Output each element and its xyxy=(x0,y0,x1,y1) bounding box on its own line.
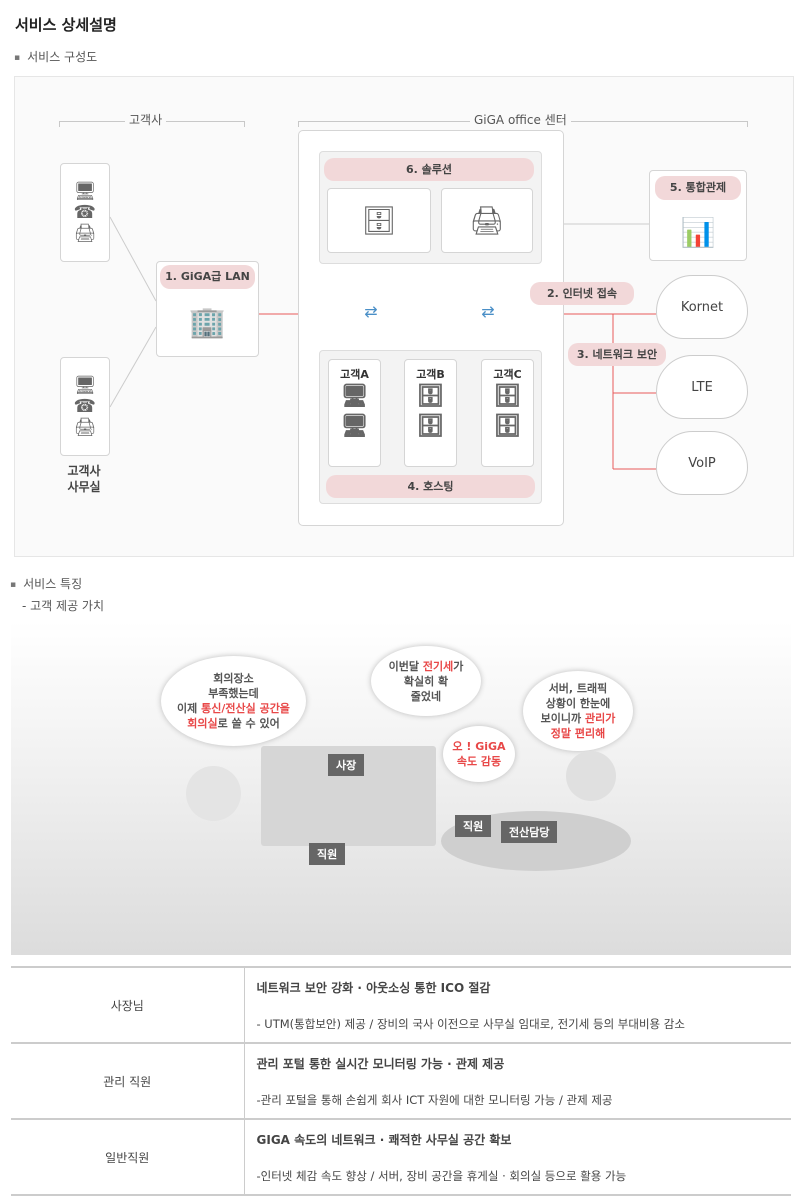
hosting-box: 고객A 🖥🖥 고객B 🗄🗄 고객C 🗄🗄 4. 호스팅 xyxy=(319,350,542,504)
benefit-desc: - UTM(통합보안) 제공 / 장비의 국사 이전으로 사무실 임대로, 전기… xyxy=(256,1016,685,1031)
benefit-title: GIGA 속도의 네트워크 · 쾌적한 사무실 공간 확보 xyxy=(256,1132,512,1147)
benefit-title: 네트워크 보안 강화 · 아웃소싱 통한 ICO 절감 xyxy=(256,980,491,995)
network-security-label: 3. 네트워크 보안 xyxy=(568,343,666,366)
solution-box: 6. 솔루션 🗄 🖨 xyxy=(319,151,542,264)
giga-lan-box: 1. GiGA급 LAN 🏢 xyxy=(156,261,259,357)
storage-device-icon: 🖨 xyxy=(441,188,533,253)
client-label: 고객A xyxy=(340,368,369,381)
section-heading-features: 서비스 특징 xyxy=(10,575,82,592)
benefit-desc: -인터넷 체감 속도 향상 / 서버, 장비 공간을 휴게실 · 회의실 등으로… xyxy=(256,1168,627,1183)
tag-ceo: 사장 xyxy=(328,754,365,776)
section-heading-architecture: 서비스 구성도 xyxy=(14,48,97,65)
customer-value-subheading: - 고객 제공 가치 xyxy=(22,599,105,613)
role-cell: 관리 직원 xyxy=(11,1043,245,1120)
role-cell: 일반직원 xyxy=(11,1119,245,1196)
role-cell: 사장님 xyxy=(11,967,245,1044)
server-rack-icon: 🗄 xyxy=(327,188,431,253)
office-devices-icon: 🖥☎🖨 xyxy=(60,357,110,456)
table-row: 관리 직원 관리 포털 통한 실시간 모니터링 가능 · 관제 제공 -관리 포털을… xyxy=(11,1043,791,1120)
server-icon: 🗄🗄 xyxy=(416,384,445,439)
giga-lan-label: 1. GiGA급 LAN xyxy=(160,265,255,289)
figure xyxy=(186,766,241,821)
monitoring-box: 5. 통합관제 📊 xyxy=(649,170,747,261)
office-devices-icon: 🖥☎🖨 xyxy=(60,163,110,262)
solution-label: 6. 솔루션 xyxy=(324,158,534,181)
benefit-title: 관리 포털 통한 실시간 모니터링 가능 · 관제 제공 xyxy=(256,1056,505,1071)
tag-staff: 직원 xyxy=(455,815,492,837)
tag-it-manager: 전산담당 xyxy=(501,821,558,843)
table-row: 사장님 네트워크 보안 강화 · 아웃소싱 통한 ICO 절감 - UTM(통합보안… xyxy=(11,967,791,1044)
client-label: 고객C xyxy=(493,368,522,381)
network-switch-icon: ⇄ xyxy=(364,301,378,321)
server-icon: 🗄🗄 xyxy=(493,384,522,439)
service-architecture-diagram: 고객사 GiGA office 센터 🖥☎🖨 🖥☎🖨 고객사 사무실 1. Gi… xyxy=(14,76,794,557)
page-title: 서비스 상세설명 xyxy=(15,16,117,34)
kornet-cloud: Kornet xyxy=(656,275,748,339)
client-c-box: 고객C 🗄🗄 xyxy=(481,359,534,467)
monitoring-operator-icon: 📊 xyxy=(680,216,716,249)
customer-group-label: 고객사 xyxy=(125,111,167,128)
monitoring-label: 5. 통합관제 xyxy=(655,176,741,200)
pc-server-icon: 🖥🖥 xyxy=(340,384,369,439)
tag-staff: 직원 xyxy=(309,843,346,865)
building-icon: 🏢 xyxy=(188,304,227,340)
voip-cloud: VoIP xyxy=(656,431,748,495)
customer-value-table: 사장님 네트워크 보안 강화 · 아웃소싱 통한 ICO 절감 - UTM(통합보안… xyxy=(11,966,791,1196)
internet-access-label: 2. 인터넷 접속 xyxy=(530,282,634,305)
center-group-label: GiGA office 센터 xyxy=(470,111,571,128)
network-switch-icon: ⇄ xyxy=(481,301,495,321)
benefit-desc: -관리 포털을 통해 손쉽게 회사 ICT 자원에 대한 모니터링 가능 / 관… xyxy=(256,1092,613,1107)
figure xyxy=(566,751,616,801)
lte-cloud: LTE xyxy=(656,355,748,419)
client-b-box: 고객B 🗄🗄 xyxy=(404,359,457,467)
client-label: 고객B xyxy=(416,368,445,381)
table-row: 일반직원 GIGA 속도의 네트워크 · 쾌적한 사무실 공간 확보 -인터넷 체감… xyxy=(11,1119,791,1196)
customer-office-label: 고객사 사무실 xyxy=(67,464,101,494)
client-a-box: 고객A 🖥🖥 xyxy=(328,359,381,467)
hosting-label: 4. 호스팅 xyxy=(326,475,535,498)
